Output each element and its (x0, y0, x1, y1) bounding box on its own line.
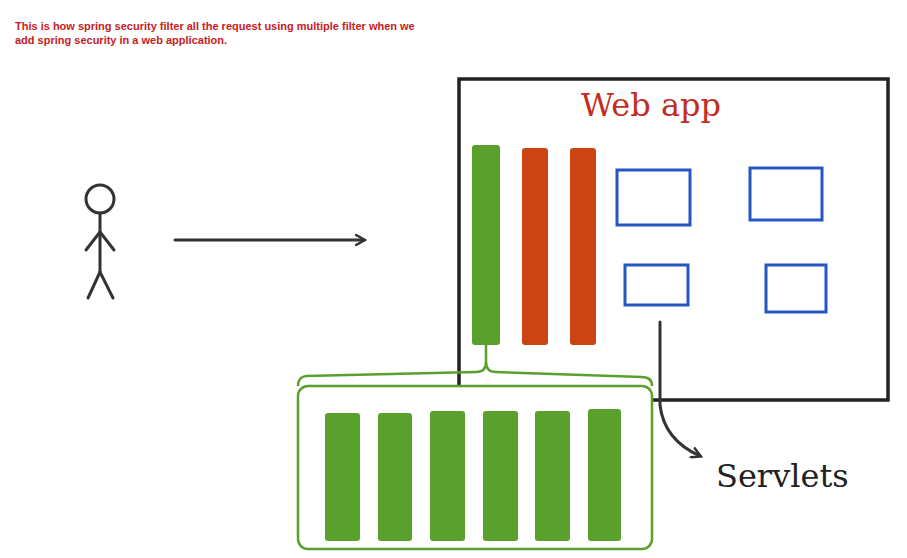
servlet-arrow (660, 322, 700, 456)
request-arrow (175, 239, 364, 242)
user-figure (86, 185, 114, 298)
web-app-box: Web app (459, 79, 888, 400)
title-note: This is how spring security filter all t… (15, 19, 415, 47)
filter-bar (570, 148, 596, 345)
zoom-enclosure (298, 386, 652, 549)
servlet-boxes (617, 168, 826, 312)
filter-bar (522, 148, 548, 345)
box-heading: Web app (581, 85, 721, 125)
filter-chain-detail (325, 409, 621, 541)
servlets-label: Servlets (716, 456, 849, 496)
zoom-leader (486, 362, 652, 386)
web-app-outline (459, 79, 888, 400)
filter-chain-bar (472, 145, 500, 345)
zoom-leader (298, 345, 486, 386)
